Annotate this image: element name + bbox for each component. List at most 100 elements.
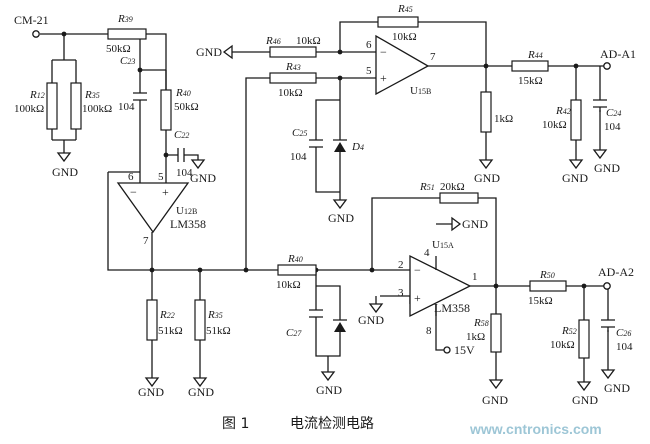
svg-text:4: 4	[424, 247, 430, 259]
resistor-r35-b: R35 51kΩ	[194, 299, 231, 341]
wires	[40, 21, 609, 382]
capacitor-c24: C24 104	[593, 99, 621, 133]
svg-text:GND: GND	[196, 45, 222, 59]
svg-text:U15A: U15A	[432, 239, 454, 251]
svg-text:6: 6	[128, 171, 134, 183]
svg-text:1: 1	[472, 271, 478, 283]
svg-text:5: 5	[366, 65, 372, 77]
svg-text:−: −	[414, 263, 421, 277]
svg-text:C25: C25	[292, 127, 307, 139]
terminal-input-cm21: CM-21	[14, 13, 49, 38]
capacitor-c26: C26 104	[601, 319, 633, 353]
svg-text:10kΩ: 10kΩ	[392, 31, 417, 43]
svg-text:R51: R51	[419, 181, 435, 193]
ground-symbols: GND GND GND GND GND GND GND GND GND GND …	[52, 44, 630, 407]
svg-text:GND: GND	[358, 313, 384, 327]
figure-title: 电流检测电路	[290, 416, 374, 432]
svg-text:10kΩ: 10kΩ	[276, 279, 301, 291]
opamp-u15b: − + 6 5 7 U15B	[366, 34, 436, 97]
svg-text:R22: R22	[159, 309, 175, 321]
resistor-r35-a: R35 100kΩ	[70, 82, 112, 130]
svg-text:3: 3	[398, 287, 404, 299]
svg-text:GND: GND	[52, 165, 78, 179]
svg-text:C27: C27	[286, 327, 302, 339]
supply-15v: 15V	[443, 343, 475, 357]
terminal-label-ada2: AD-A2	[598, 265, 634, 279]
svg-text:R40: R40	[287, 253, 303, 265]
svg-text:U12B: U12B	[176, 205, 197, 217]
svg-text:+: +	[162, 185, 169, 199]
resistor-r51: R51 20kΩ	[419, 181, 479, 204]
svg-text:GND: GND	[188, 385, 214, 399]
svg-text:20kΩ: 20kΩ	[440, 181, 465, 193]
svg-text:100kΩ: 100kΩ	[82, 103, 112, 115]
resistor-r43: R43 10kΩ	[269, 61, 317, 99]
svg-text:+: +	[380, 71, 387, 85]
svg-text:GND: GND	[190, 171, 216, 185]
resistor-1k-u15b: 1kΩ	[480, 91, 513, 133]
svg-text:8: 8	[426, 325, 432, 337]
terminal-output-ada1: AD-A1	[600, 47, 636, 70]
svg-text:GND: GND	[138, 385, 164, 399]
svg-text:C26: C26	[616, 327, 631, 339]
svg-text:7: 7	[143, 235, 149, 247]
svg-text:GND: GND	[482, 393, 508, 407]
svg-text:7: 7	[430, 51, 436, 63]
svg-text:51kΩ: 51kΩ	[158, 325, 183, 337]
resistor-r58: R58 1kΩ	[466, 313, 502, 353]
resistor-r12: R12 100kΩ	[14, 82, 58, 130]
resistor-r40-b: R40 10kΩ	[276, 253, 317, 291]
capacitor-c27: C27	[286, 309, 323, 339]
svg-text:50kΩ: 50kΩ	[106, 43, 131, 55]
diode-bottom	[333, 310, 347, 344]
svg-text:R50: R50	[539, 269, 555, 281]
svg-text:50kΩ: 50kΩ	[174, 101, 199, 113]
svg-text:R45: R45	[397, 3, 413, 15]
svg-text:C24: C24	[606, 107, 621, 119]
resistor-r45: R45 10kΩ	[377, 3, 419, 43]
resistor-r46: R46 10kΩ	[265, 35, 321, 58]
svg-text:C22: C22	[174, 129, 189, 141]
svg-text:R58: R58	[473, 317, 489, 329]
svg-text:GND: GND	[474, 171, 500, 185]
svg-text:LM358: LM358	[170, 217, 206, 231]
svg-text:D4: D4	[351, 141, 364, 153]
svg-text:10kΩ: 10kΩ	[550, 339, 575, 351]
svg-text:GND: GND	[594, 161, 620, 175]
svg-text:R46: R46	[265, 35, 281, 47]
svg-text:+: +	[414, 291, 421, 305]
terminal-label-cm21: CM-21	[14, 13, 49, 27]
terminal-label-ada1: AD-A1	[600, 47, 636, 61]
svg-text:−: −	[380, 45, 387, 59]
svg-text:R44: R44	[527, 49, 543, 61]
svg-text:GND: GND	[562, 171, 588, 185]
svg-text:R52: R52	[561, 325, 577, 337]
resistor-r50: R50 15kΩ	[528, 269, 567, 307]
svg-text:104: 104	[616, 341, 633, 353]
resistor-r39: R39 50kΩ	[106, 13, 147, 55]
svg-text:−: −	[130, 185, 137, 199]
svg-text:LM358: LM358	[434, 301, 470, 315]
svg-text:R42: R42	[555, 105, 571, 117]
resistor-r40-a: R40 50kΩ	[160, 87, 199, 131]
svg-text:GND: GND	[316, 383, 342, 397]
junctions	[61, 31, 587, 289]
svg-text:10kΩ: 10kΩ	[296, 35, 321, 47]
svg-text:R39: R39	[117, 13, 133, 25]
svg-text:15kΩ: 15kΩ	[518, 75, 543, 87]
svg-text:100kΩ: 100kΩ	[14, 103, 44, 115]
opamp-u12b: − + 6 5 7 U12B LM358	[116, 171, 206, 247]
terminal-output-ada2: AD-A2	[598, 265, 634, 290]
svg-text:GND: GND	[328, 211, 354, 225]
capacitor-c25: C25 104	[290, 127, 323, 168]
svg-text:R43: R43	[285, 61, 301, 73]
svg-text:51kΩ: 51kΩ	[206, 325, 231, 337]
svg-text:104: 104	[290, 151, 307, 163]
resistor-r42: R42 10kΩ	[542, 99, 582, 141]
svg-text:15V: 15V	[454, 343, 475, 357]
svg-text:10kΩ: 10kΩ	[278, 87, 303, 99]
svg-text:R35: R35	[207, 309, 223, 321]
svg-text:104: 104	[118, 101, 135, 113]
